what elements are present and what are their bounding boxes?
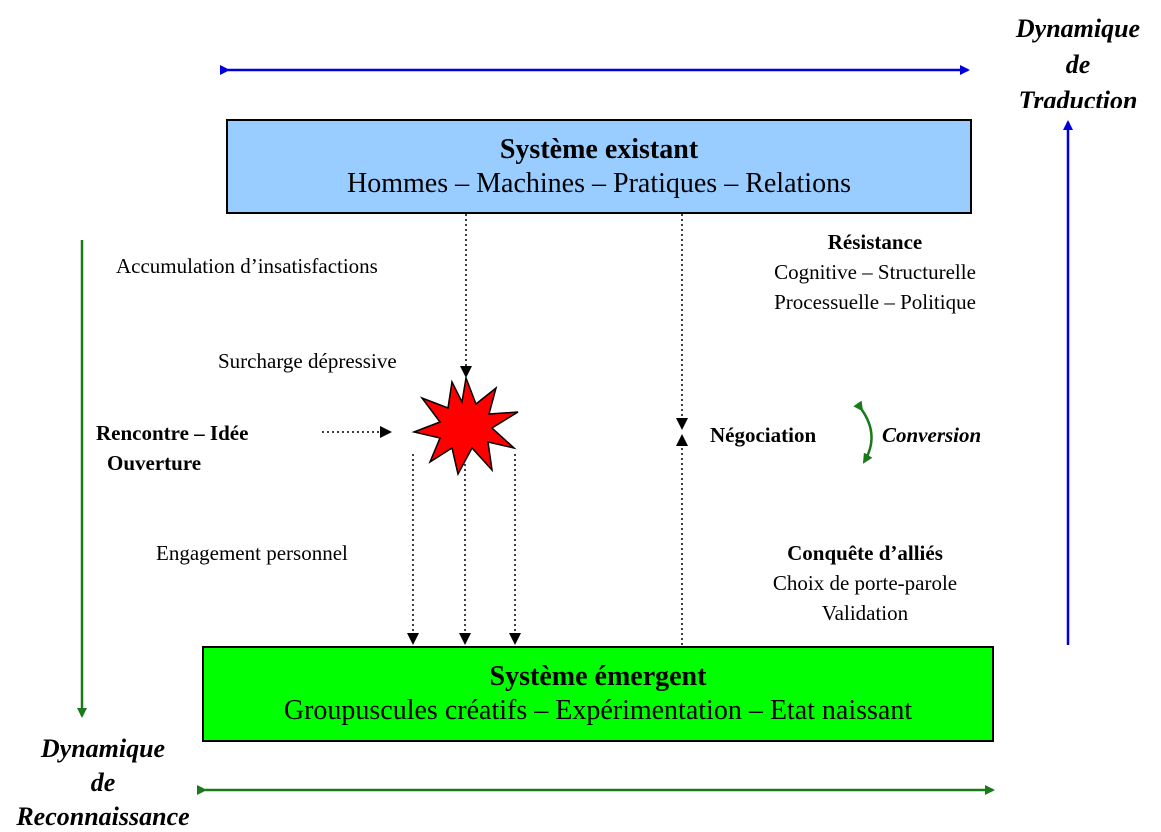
recognition-label: Dynamique de Reconnaissance bbox=[0, 734, 206, 832]
recognition-line3: Reconnaissance bbox=[16, 802, 190, 831]
curved-double-arrow-icon bbox=[853, 400, 873, 464]
negotiation-label: Négociation bbox=[710, 423, 817, 447]
surcharge-label: Surcharge dépressive bbox=[218, 349, 397, 373]
accumulation-label: Accumulation d’insatisfactions bbox=[116, 254, 378, 278]
translation-line2: de bbox=[1065, 50, 1091, 79]
rencontre-line1: Rencontre – Idée bbox=[96, 421, 249, 445]
conversion-label: Conversion bbox=[882, 423, 982, 447]
resistance-block: Résistance Cognitive – Structurelle Proc… bbox=[730, 227, 1020, 317]
translation-label: Dynamique de Traduction bbox=[1000, 14, 1156, 108]
emergent-system-title: Système émergent bbox=[489, 661, 707, 692]
explosion-burst-icon bbox=[411, 375, 519, 477]
existing-system-subtitle: Hommes – Machines – Pratiques – Relation… bbox=[347, 167, 851, 199]
allies-line2: Validation bbox=[821, 601, 909, 625]
allies-line1: Choix de porte-parole bbox=[772, 571, 958, 595]
resistance-line2: Processuelle – Politique bbox=[774, 290, 976, 314]
existing-system-box: Système existant Hommes – Machines – Pra… bbox=[226, 119, 972, 214]
translation-line1: Dynamique bbox=[1015, 14, 1141, 43]
translation-line3: Traduction bbox=[1018, 86, 1138, 108]
recognition-line2: de bbox=[90, 768, 116, 797]
emergent-system-box: Système émergent Groupuscules créatifs –… bbox=[202, 646, 994, 742]
existing-system-title: Système existant bbox=[499, 133, 699, 165]
rencontre-label: Rencontre – Idée Ouverture bbox=[96, 418, 316, 478]
engagement-label: Engagement personnel bbox=[156, 541, 348, 565]
resistance-line1: Cognitive – Structurelle bbox=[774, 260, 976, 284]
recognition-line1: Dynamique bbox=[40, 734, 166, 763]
allies-block: Conquête d’alliés Choix de porte-parole … bbox=[730, 538, 1000, 628]
allies-title: Conquête d’alliés bbox=[787, 541, 943, 565]
ouverture-line: Ouverture bbox=[107, 451, 202, 475]
emergent-system-subtitle: Groupuscules créatifs – Expérimentation … bbox=[283, 695, 913, 726]
resistance-title: Résistance bbox=[827, 230, 923, 254]
